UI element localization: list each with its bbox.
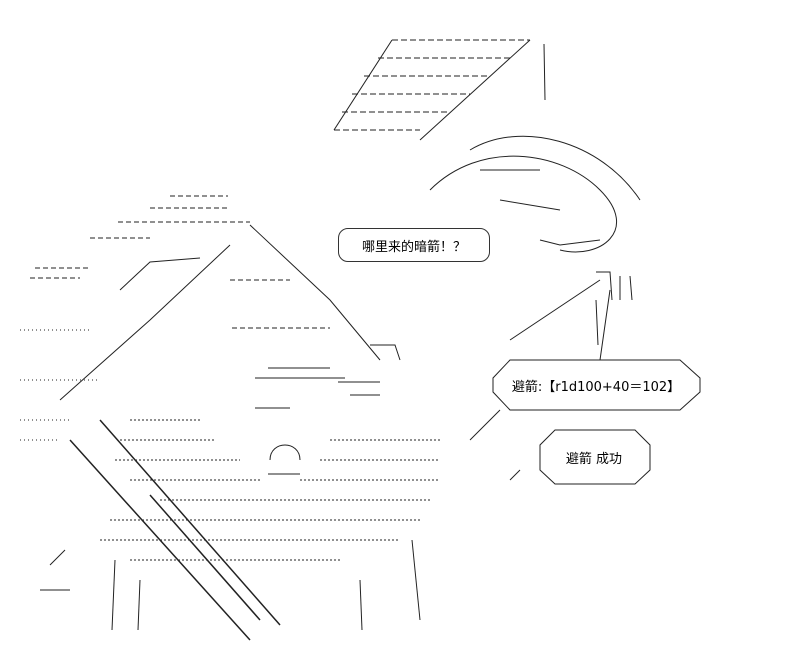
speech-bubble-shout: 哪里来的暗箭！？: [338, 228, 490, 262]
result-text: 避箭 成功: [565, 451, 623, 467]
success-bubble-outline: [509, 429, 651, 485]
shout-text: 哪里来的暗箭！？: [361, 239, 466, 255]
pointing-hand: [595, 271, 633, 346]
wing-edges: [333, 39, 546, 141]
face: [255, 344, 401, 475]
wing-stripes: [334, 39, 530, 131]
shaded-blocks: [100, 419, 440, 561]
speech-bubble-dice-roll: 避箭:【r1d100+40＝102】: [493, 360, 699, 410]
diagonal-staff: [69, 419, 281, 641]
figure-outline: [59, 135, 641, 401]
helmet-lines: [30, 195, 330, 329]
speech-bubble-result: 避箭 成功: [538, 430, 650, 484]
dice-bubble-outline: [469, 359, 701, 441]
dice-roll-text: 避箭:【r1d100+40＝102】: [511, 379, 681, 395]
hatching: [20, 329, 100, 441]
legs: [40, 539, 421, 631]
